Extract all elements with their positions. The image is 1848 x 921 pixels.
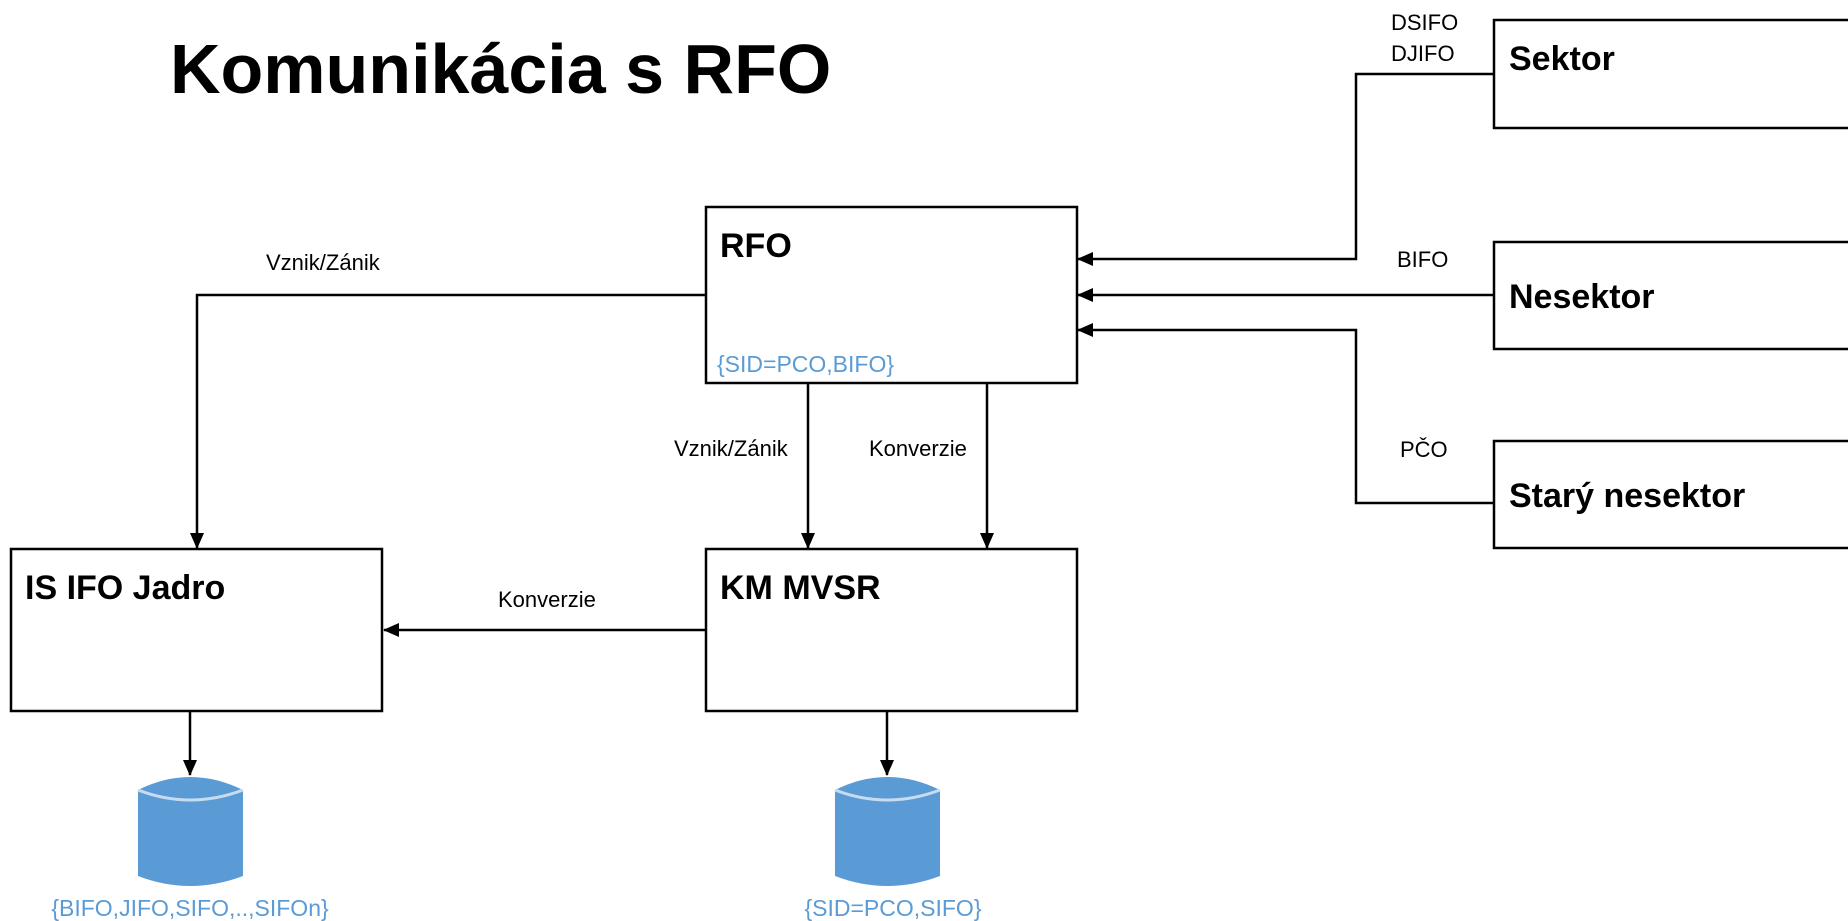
edge-rfo-to-jadro (190, 293, 706, 549)
box-sektor-label: Sektor (1509, 40, 1615, 78)
box-stary-nesektor-label: Starý nesektor (1509, 477, 1745, 515)
edge-label-rfo-to-km-konverzie: Konverzie (869, 436, 967, 461)
edge-label-djifo: DJIFO (1391, 41, 1455, 66)
box-rfo-note: {SID=PCO,BIFO} (717, 351, 894, 377)
edge-label-km-to-jadro: Konverzie (498, 587, 596, 612)
box-is-ifo-jadro-label: IS IFO Jadro (25, 569, 225, 607)
box-km-mvsr[interactable]: KM MVSR (704, 547, 1079, 713)
database-jadro-icon (137, 777, 244, 886)
box-sektor[interactable]: Sektor (1492, 18, 1848, 130)
edge-label-dsifo: DSIFO (1391, 10, 1458, 35)
database-km-label: {SID=PCO,SIFO} (804, 895, 981, 921)
box-nesektor[interactable]: Nesektor (1492, 240, 1848, 351)
edge-label-pco: PČO (1400, 437, 1448, 462)
edge-label-bifo: BIFO (1397, 247, 1448, 272)
edge-label-rfo-to-km-vznik: Vznik/Zánik (674, 436, 789, 461)
edge-stary-nesektor-to-rfo (1077, 323, 1494, 505)
box-km-mvsr-label: KM MVSR (720, 569, 881, 607)
box-is-ifo-jadro[interactable]: IS IFO Jadro (9, 547, 384, 713)
database-jadro-label: {BIFO,JIFO,SIFO,..,SIFOn} (51, 895, 329, 921)
box-rfo[interactable]: RFO {SID=PCO,BIFO} (704, 205, 1079, 385)
page-title: Komunikácia s RFO (170, 30, 831, 108)
edge-label-rfo-to-jadro: Vznik/Zánik (266, 250, 381, 275)
connectors (183, 72, 1494, 776)
box-rfo-label: RFO (720, 227, 792, 265)
edge-sektor-to-rfo (1077, 72, 1494, 266)
box-nesektor-label: Nesektor (1509, 278, 1655, 316)
database-km-icon (834, 777, 941, 886)
box-stary-nesektor[interactable]: Starý nesektor (1492, 439, 1848, 550)
